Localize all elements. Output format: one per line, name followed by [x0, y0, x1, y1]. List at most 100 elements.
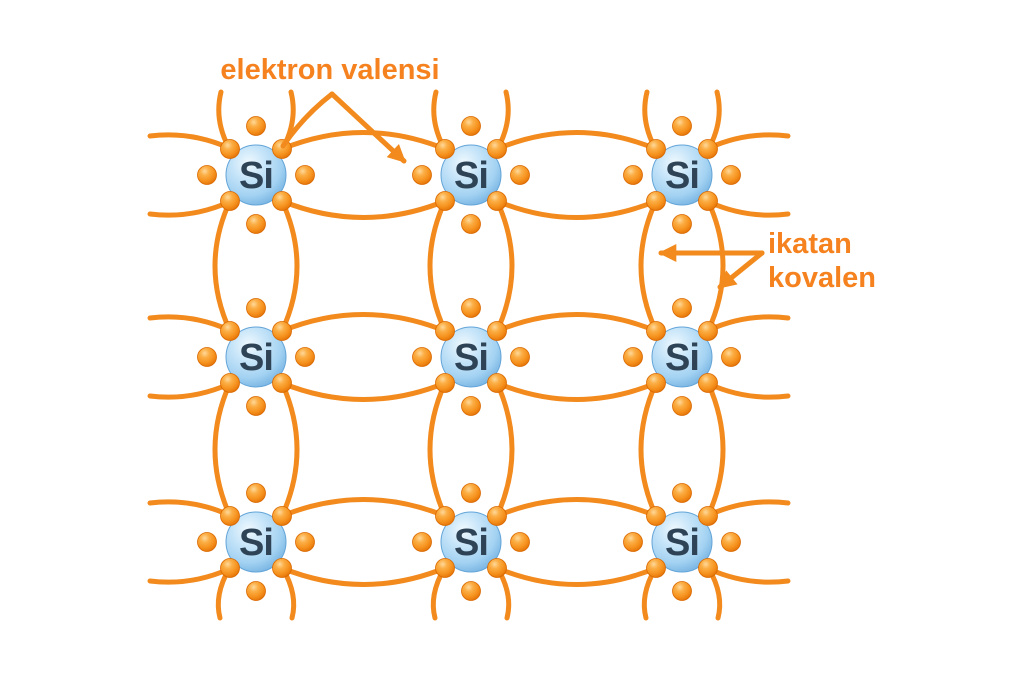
electron — [672, 298, 692, 318]
electron — [295, 347, 315, 367]
electron — [197, 165, 217, 185]
electron — [246, 483, 266, 503]
electron — [487, 558, 507, 578]
si-atom-label: Si — [454, 337, 488, 379]
covalent-bond — [212, 198, 233, 334]
electron — [461, 581, 481, 601]
electron — [672, 396, 692, 416]
si-atom-sphere — [440, 326, 502, 388]
electron — [220, 139, 240, 159]
covalent-bond — [638, 198, 659, 334]
valence-arrow-left — [280, 91, 335, 149]
electron — [623, 165, 643, 185]
electron — [698, 139, 718, 159]
covalent-bond — [212, 380, 233, 519]
electron — [646, 191, 666, 211]
electron — [461, 116, 481, 136]
si-atom-label: Si — [239, 522, 273, 564]
bond-stub — [147, 566, 232, 585]
electron — [435, 558, 455, 578]
electron — [623, 532, 643, 552]
electron — [435, 506, 455, 526]
covalent-bond — [279, 380, 448, 402]
covalent-bond — [494, 565, 659, 587]
electrons-layer — [197, 116, 741, 601]
electron — [246, 581, 266, 601]
electron — [220, 506, 240, 526]
electron — [435, 321, 455, 341]
si-atom-label: Si — [454, 155, 488, 197]
bond-stub — [147, 132, 232, 151]
covalent-bond — [279, 312, 448, 334]
si-atom-sphere — [225, 144, 287, 206]
si-atom-label: Si — [665, 155, 699, 197]
electron — [487, 373, 507, 393]
si-atom-sphere — [651, 511, 713, 573]
electron — [461, 214, 481, 234]
electron — [487, 506, 507, 526]
electron — [721, 347, 741, 367]
covalent-bond — [494, 380, 659, 402]
electron — [246, 396, 266, 416]
bond-stub — [147, 381, 232, 400]
si-atom-label: Si — [665, 522, 699, 564]
electron — [272, 558, 292, 578]
electron — [623, 347, 643, 367]
electron — [435, 191, 455, 211]
electron — [220, 321, 240, 341]
electron — [672, 483, 692, 503]
electron — [672, 116, 692, 136]
electron — [272, 506, 292, 526]
electron — [272, 321, 292, 341]
covalent-bond — [427, 380, 448, 519]
electron — [272, 373, 292, 393]
electron — [698, 558, 718, 578]
electron — [698, 191, 718, 211]
valence-arrow-right — [329, 91, 407, 164]
electron — [510, 347, 530, 367]
si-atom-sphere — [225, 511, 287, 573]
electron — [646, 558, 666, 578]
electron — [487, 139, 507, 159]
bond-stub — [147, 314, 232, 333]
electron — [220, 191, 240, 211]
covalent-bond — [705, 198, 726, 334]
electron — [435, 373, 455, 393]
electron — [510, 165, 530, 185]
electron — [672, 581, 692, 601]
electron — [197, 347, 217, 367]
covalent-bond — [638, 380, 659, 519]
electron — [487, 321, 507, 341]
electron — [461, 396, 481, 416]
si-atom-label: Si — [239, 337, 273, 379]
electron — [646, 139, 666, 159]
electron — [412, 165, 432, 185]
electron — [510, 532, 530, 552]
electron — [246, 298, 266, 318]
electron — [698, 506, 718, 526]
bond-stub — [706, 499, 791, 518]
covalent-bond — [279, 130, 448, 152]
electron — [272, 139, 292, 159]
covalent-bond — [279, 497, 448, 519]
si-atom-sphere — [440, 144, 502, 206]
annotations-layer: elektron valensi ikatan kovalen — [220, 54, 876, 294]
electron — [698, 373, 718, 393]
electron — [646, 321, 666, 341]
bond-stub — [706, 314, 791, 333]
bond-stub — [706, 132, 791, 151]
covalent-bond — [279, 380, 300, 519]
electron — [646, 373, 666, 393]
electron — [487, 191, 507, 211]
electron — [246, 214, 266, 234]
electron — [721, 165, 741, 185]
electron — [295, 532, 315, 552]
covalent-bond-label-line2: kovalen — [768, 262, 876, 294]
covalent-bond — [494, 497, 659, 519]
covalent-bond — [705, 380, 726, 519]
electron — [461, 298, 481, 318]
electron — [721, 532, 741, 552]
